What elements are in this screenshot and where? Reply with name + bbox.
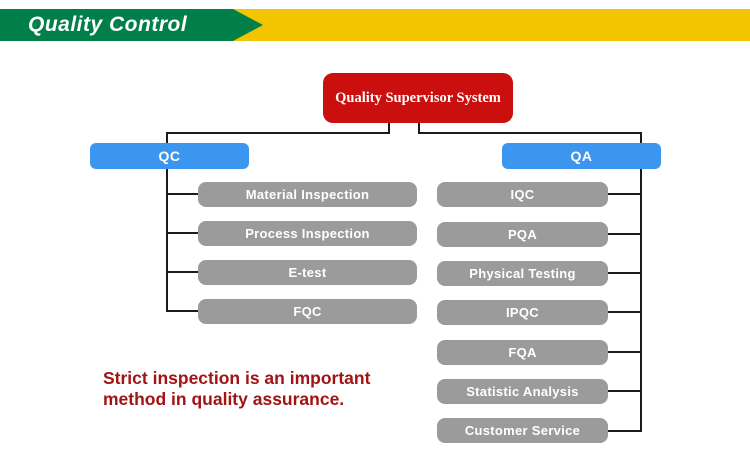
connector-qc-branch-4 xyxy=(166,310,198,312)
connector-qc-branch-1 xyxy=(166,193,198,195)
inspection-note-line2: method in quality assurance. xyxy=(103,389,345,409)
node-qc: QC xyxy=(90,143,249,169)
connector-top-left xyxy=(166,132,390,134)
node-fqa: FQA xyxy=(437,340,608,365)
connector-qa-branch-1 xyxy=(608,193,642,195)
connector-root-left-stub xyxy=(388,123,390,134)
connector-top-right xyxy=(418,132,642,134)
connector-qa-branch-7 xyxy=(608,430,642,432)
node-physical-testing: Physical Testing xyxy=(437,261,608,286)
connector-root-right-stub xyxy=(418,123,420,134)
connector-qa-trunk xyxy=(640,132,642,432)
connector-qa-branch-2 xyxy=(608,233,642,235)
node-e-test: E-test xyxy=(198,260,417,285)
node-process-inspection: Process Inspection xyxy=(198,221,417,246)
connector-qa-branch-5 xyxy=(608,351,642,353)
connector-qc-trunk xyxy=(166,132,168,312)
node-statistic-analysis: Statistic Analysis xyxy=(437,379,608,404)
node-pqa: PQA xyxy=(437,222,608,247)
node-ipqc: IPQC xyxy=(437,300,608,325)
connector-qa-branch-3 xyxy=(608,272,642,274)
node-iqc: IQC xyxy=(437,182,608,207)
inspection-note: Strict inspection is an important method… xyxy=(103,368,383,410)
connector-qc-branch-3 xyxy=(166,271,198,273)
connector-qa-branch-6 xyxy=(608,390,642,392)
page-title: Quality Control xyxy=(28,13,188,36)
inspection-note-line1: Strict inspection is an important xyxy=(103,368,371,388)
node-material-inspection: Material Inspection xyxy=(198,182,417,207)
node-quality-supervisor-system: Quality Supervisor System xyxy=(323,73,513,123)
node-qa: QA xyxy=(502,143,661,169)
banner-green-arrow xyxy=(0,9,263,41)
connector-qa-branch-4 xyxy=(608,311,642,313)
node-fqc: FQC xyxy=(198,299,417,324)
connector-qc-branch-2 xyxy=(166,232,198,234)
header-banner: Quality Control xyxy=(0,9,750,41)
node-customer-service: Customer Service xyxy=(437,418,608,443)
